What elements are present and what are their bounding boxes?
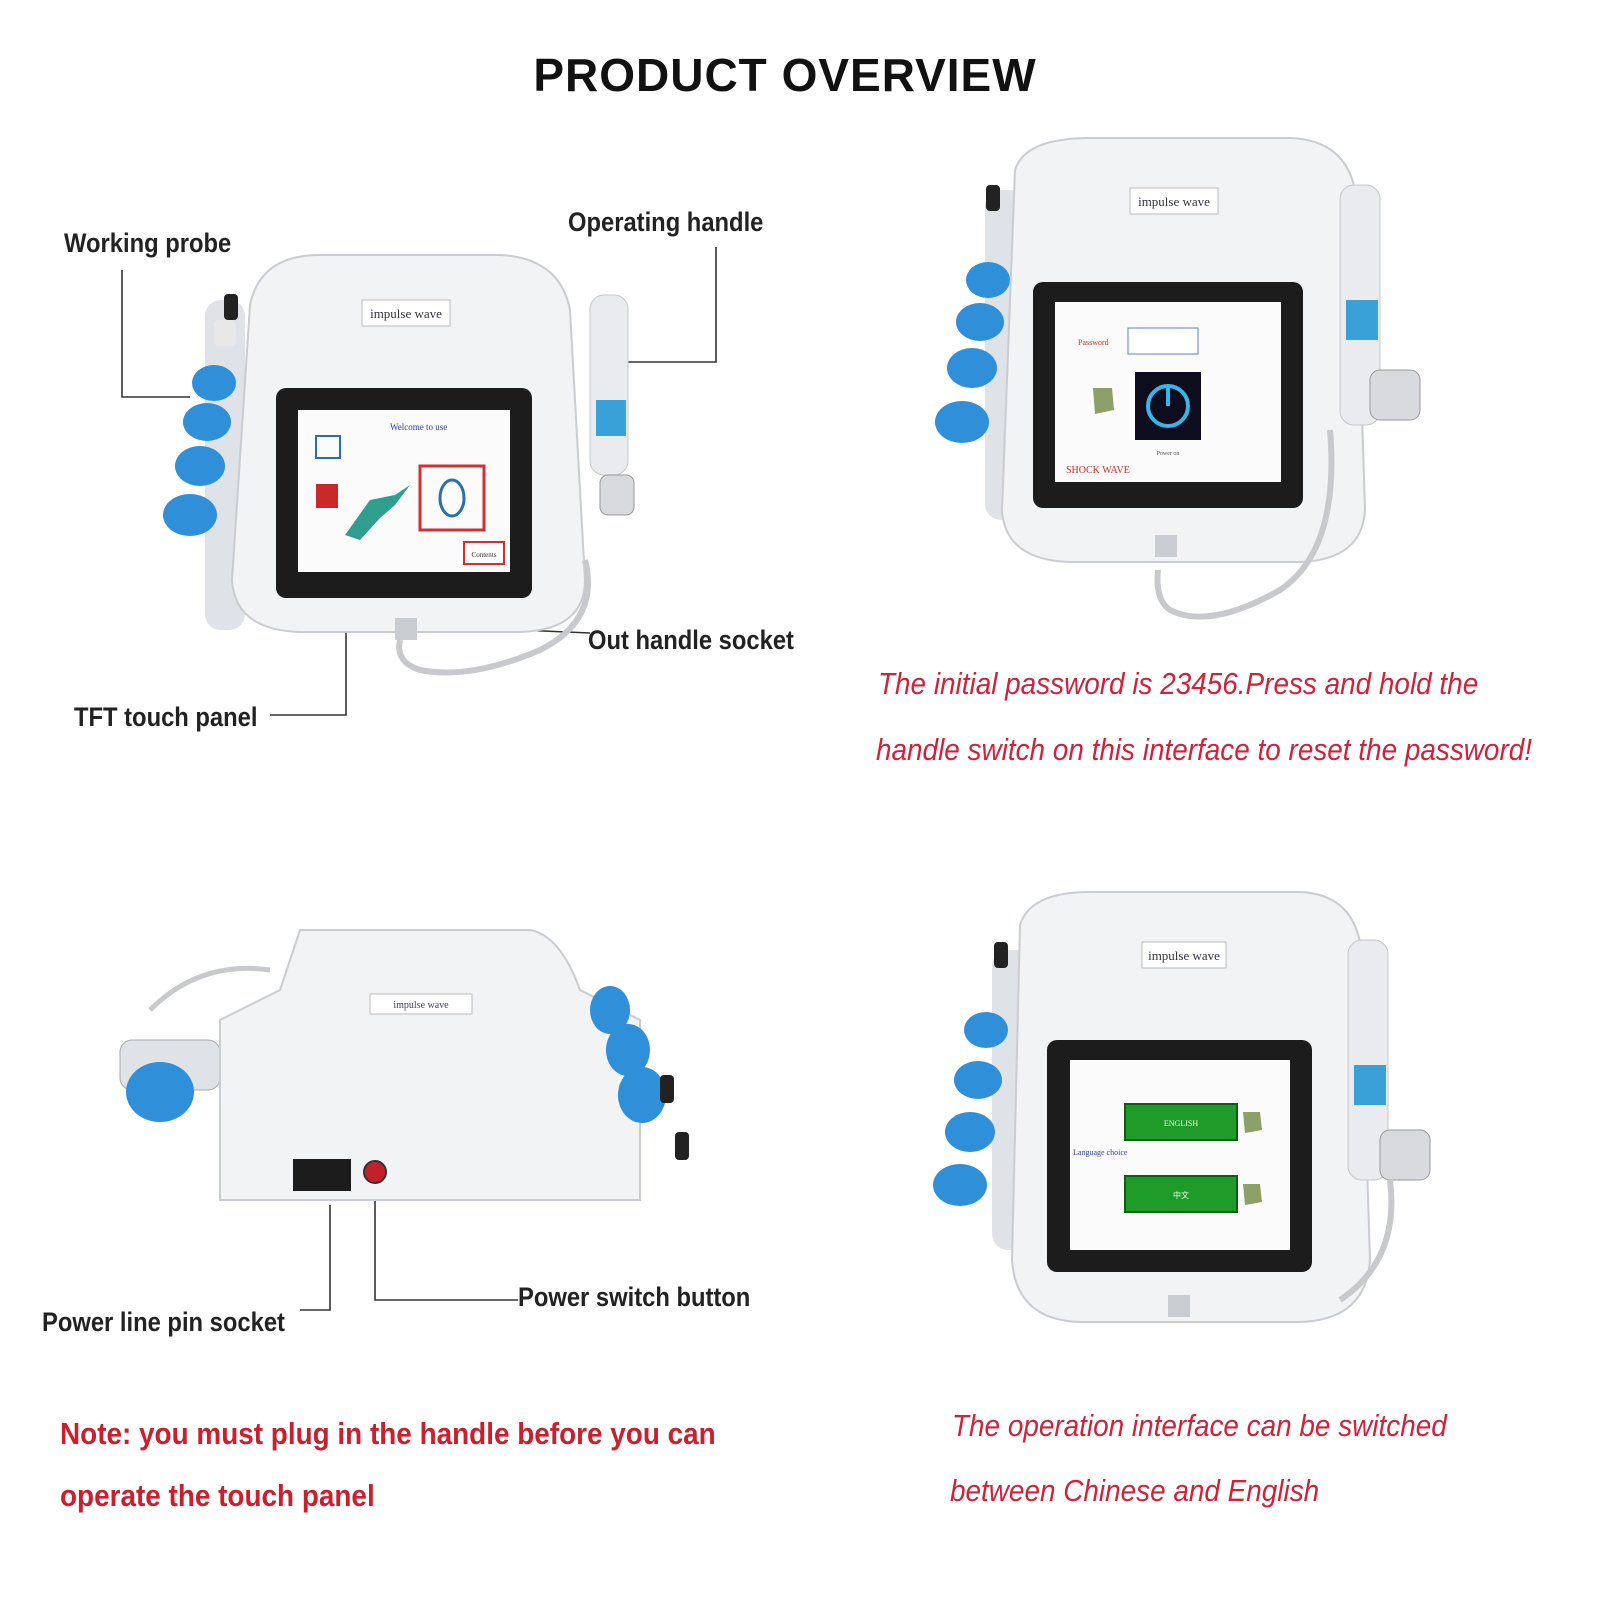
mode-icon-1 <box>315 435 341 459</box>
operating-handle-unit-4 <box>1338 939 1431 1303</box>
password-note-line-1: The initial password is 23456.Press and … <box>878 666 1479 701</box>
leader-working-probe <box>121 270 190 398</box>
device-body-rear <box>219 929 641 1201</box>
leader-power-line-socket <box>300 1205 331 1311</box>
callout-operating-handle: Operating handle <box>568 207 764 237</box>
leader-power-switch <box>374 1175 518 1301</box>
callout-power-switch-button: Power switch button <box>518 1282 751 1312</box>
out-handle-socket <box>395 618 417 640</box>
page-title: PRODUCT OVERVIEW <box>533 49 1037 101</box>
device-language-screen: impulse wave Language choice ENGLISH 中文 <box>933 891 1431 1323</box>
callout-power-line-pin-socket: Power line pin socket <box>42 1307 285 1337</box>
svg-text:中文: 中文 <box>1173 1190 1189 1200</box>
runner-illustration <box>345 485 410 540</box>
language-option-chinese[interactable] <box>1124 1175 1238 1213</box>
hand-pointer-icon-cn <box>1243 1184 1262 1205</box>
out-handle-socket-4 <box>1168 1295 1190 1317</box>
hand-pointer-icon-en <box>1243 1112 1262 1133</box>
power-line-pin-socket <box>293 1159 351 1191</box>
leader-tft-panel <box>270 600 347 716</box>
rear-handle <box>119 965 271 1122</box>
shockwave-footer: SHOCK WAVE <box>1066 465 1130 476</box>
svg-text:Power on: Power on <box>1157 451 1180 457</box>
power-switch-button <box>363 1160 387 1184</box>
svg-text:impulse wave: impulse wave <box>1148 948 1220 963</box>
password-input-display <box>1127 327 1199 355</box>
password-note-line-2: handle switch on this interface to reset… <box>876 732 1533 767</box>
brand-mark: impulse wave <box>370 306 442 321</box>
device-front-annotated: impulse wave Welcome to use Contents <box>121 247 717 716</box>
shockwave-target-icon <box>418 464 486 532</box>
device-rear-annotated: impulse wave <box>119 929 689 1311</box>
plug-note-line-1: Note: you must plug in the handle before… <box>60 1416 716 1451</box>
callout-working-probe: Working probe <box>64 228 232 258</box>
screen-language <box>1070 1060 1290 1250</box>
password-label: Password <box>1078 338 1109 347</box>
rear-probe-holders <box>590 986 689 1160</box>
svg-text:impulse wave: impulse wave <box>1138 194 1210 209</box>
brand-plate <box>361 299 451 327</box>
device-password-screen: impulse wave Password Power on SHOCK WAV… <box>935 137 1421 620</box>
operating-handle-unit-2 <box>1154 184 1421 620</box>
mode-icon-2 <box>316 484 338 508</box>
plug-note-line-2: operate the touch panel <box>60 1478 375 1513</box>
svg-text:ENGLISH: ENGLISH <box>1164 1119 1198 1128</box>
language-note-line-2: between Chinese and English <box>950 1473 1320 1508</box>
language-option-english[interactable] <box>1124 1103 1238 1141</box>
callout-out-handle-socket: Out handle socket <box>588 625 794 655</box>
operating-handle-unit <box>396 294 635 676</box>
contents-button <box>463 541 505 565</box>
language-note-line-1: The operation interface can be switched <box>952 1408 1447 1443</box>
out-handle-socket-2 <box>1155 535 1177 557</box>
welcome-heading: Welcome to use <box>390 422 447 432</box>
hand-pointer-icon <box>1093 388 1114 414</box>
svg-text:impulse wave: impulse wave <box>393 1000 449 1011</box>
leader-operating-handle <box>612 247 717 363</box>
callout-tft-touch-panel: TFT touch panel <box>74 702 258 732</box>
svg-text:Contents: Contents <box>472 551 497 559</box>
language-label: Language choice <box>1073 1148 1128 1157</box>
